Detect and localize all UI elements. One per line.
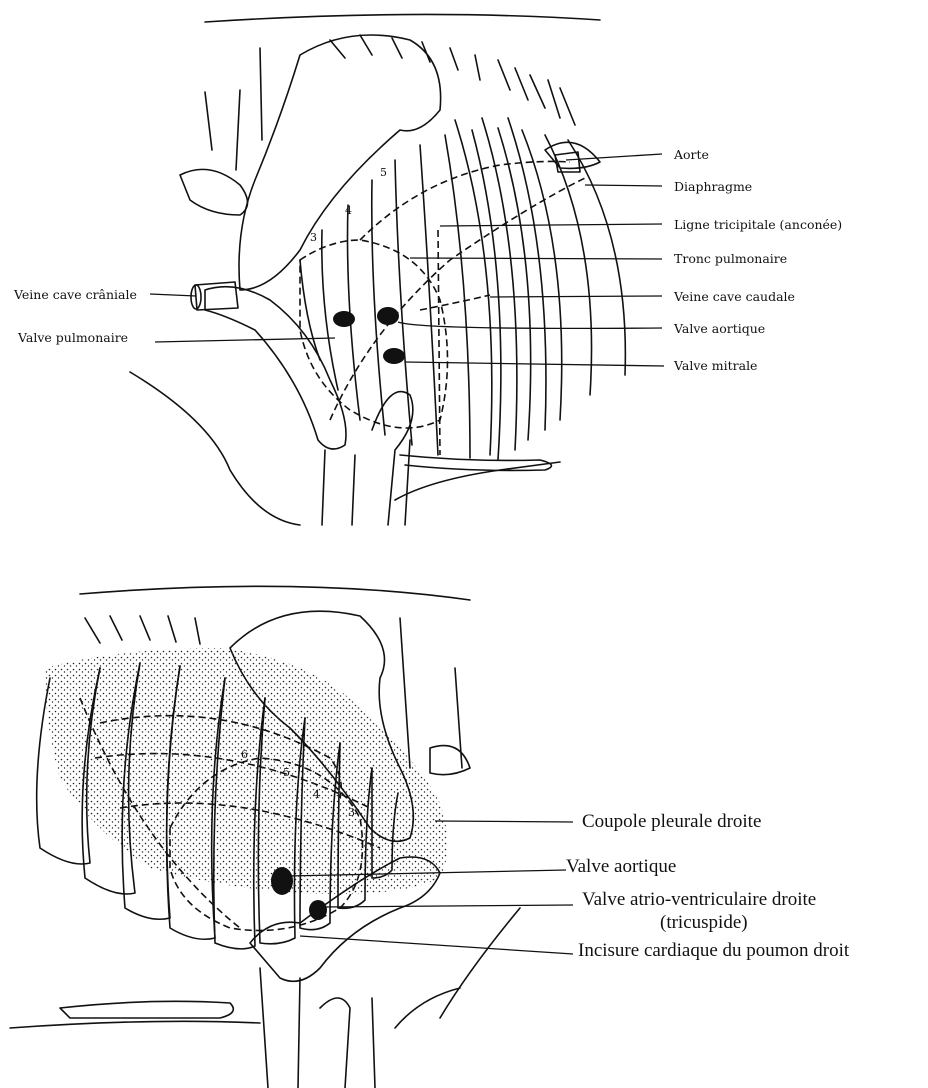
dorsal-outline bbox=[80, 586, 470, 600]
scapula bbox=[239, 35, 441, 290]
label-valve-pulmonaire: Valve pulmonaire bbox=[18, 331, 128, 345]
vertebrae bbox=[180, 35, 600, 215]
label-valve-tricuspide-line2: (tricuspide) bbox=[660, 912, 748, 934]
label-valve-tricuspide-line1: Valve atrio-ventriculaire droite bbox=[582, 889, 816, 911]
ventral-outline bbox=[130, 372, 300, 525]
aorta-line bbox=[360, 161, 570, 240]
rib-number-3: 3 bbox=[310, 231, 317, 244]
label-coupole-pleurale: Coupole pleurale droite bbox=[582, 811, 761, 833]
rib-number-3: 3 bbox=[348, 806, 355, 819]
sternum bbox=[60, 1001, 233, 1018]
rib-number-4: 4 bbox=[313, 788, 320, 801]
left-lateral-view: 3 4 5 Aorte Diaphragme Ligne tricipitale… bbox=[0, 0, 928, 535]
leader-valve-tricuspide bbox=[322, 905, 573, 907]
label-ligne-tricipitale: Ligne tricipitale (anconée) bbox=[674, 218, 842, 232]
valve-pulmonary-mark bbox=[333, 311, 355, 327]
label-veine-cave-craniale: Veine cave crâniale bbox=[14, 288, 137, 302]
leader-veine-cave-caudale bbox=[490, 296, 662, 297]
rib-number-5: 5 bbox=[380, 166, 387, 179]
leader-coupole-pleurale bbox=[435, 821, 573, 822]
dorsal-outline bbox=[205, 14, 600, 22]
forelimb bbox=[260, 968, 375, 1088]
leader-aorte bbox=[566, 154, 662, 160]
leader-veine-cave-craniale bbox=[150, 294, 196, 296]
leader-tronc-pulmonaire bbox=[410, 258, 662, 259]
leader-diaphragme bbox=[585, 185, 662, 186]
label-tronc-pulmonaire: Tronc pulmonaire bbox=[674, 252, 787, 266]
label-diaphragme: Diaphragme bbox=[674, 180, 752, 194]
left-thorax-drawing: 3 4 5 bbox=[0, 0, 928, 535]
rib-number-4: 4 bbox=[345, 204, 352, 217]
right-lateral-view: 6 5 4 3 Coupole pleurale droite Valve ao… bbox=[0, 548, 928, 1088]
label-valve-aortique: Valve aortique bbox=[674, 322, 765, 336]
leader-ligne-tricipitale bbox=[440, 224, 662, 226]
rib-number-5: 5 bbox=[283, 766, 290, 779]
label-incisure-cardiaque: Incisure cardiaque du poumon droit bbox=[578, 940, 849, 962]
forelimb bbox=[322, 392, 413, 525]
label-valve-mitrale: Valve mitrale bbox=[674, 359, 757, 373]
sternum bbox=[400, 455, 551, 470]
right-lung-area bbox=[45, 648, 448, 894]
rib-number-6: 6 bbox=[241, 748, 248, 761]
valve-tricuspid-mark bbox=[309, 900, 327, 920]
label-veine-cave-caudale: Veine cave caudale bbox=[674, 290, 795, 304]
label-valve-aortique-right: Valve aortique bbox=[566, 856, 676, 878]
valve-aortic-mark bbox=[271, 867, 293, 895]
label-aorte: Aorte bbox=[674, 148, 709, 162]
valve-aortic-mark bbox=[377, 307, 399, 325]
valve-mitral-mark bbox=[383, 348, 405, 364]
right-thorax-drawing: 6 5 4 3 bbox=[0, 548, 928, 1088]
ventral-outline bbox=[10, 908, 520, 1028]
